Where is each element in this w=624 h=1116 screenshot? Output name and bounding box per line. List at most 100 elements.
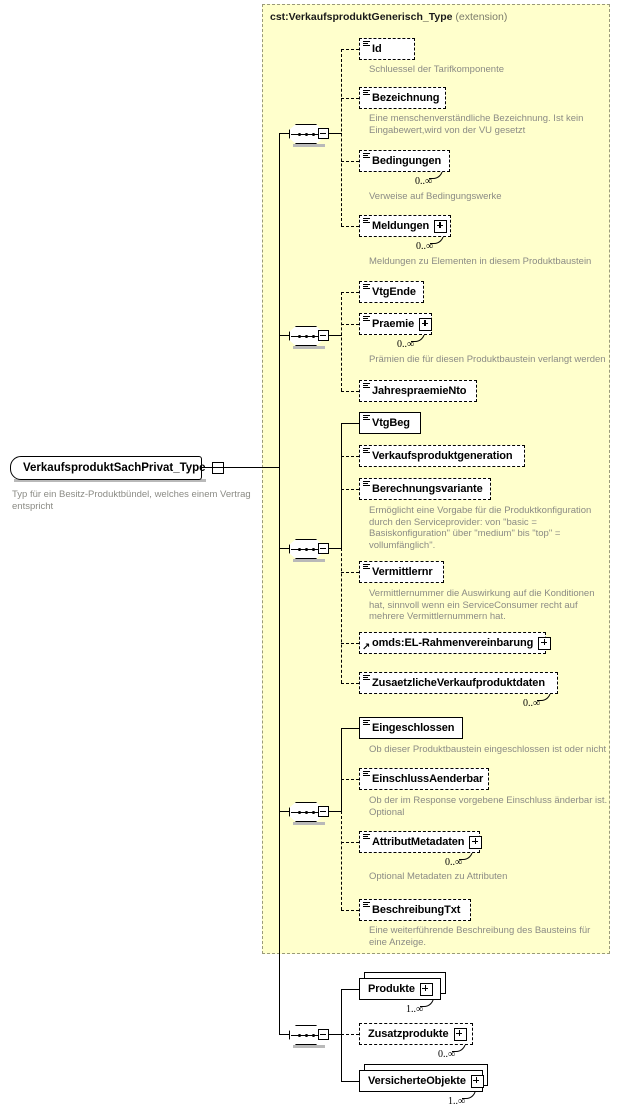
branch-line-eingeschlossen: [341, 728, 359, 729]
element-lines-icon: [363, 41, 370, 47]
element-label: Bedingungen: [372, 154, 442, 167]
element-label: Bezeichnung: [372, 91, 440, 104]
expand-icon[interactable]: [434, 219, 448, 233]
element-node-zusaetzlicheverkaufproduktdaten[interactable]: ZusaetzlicheVerkaufproduktdaten: [359, 672, 561, 696]
element-label: BeschreibungTxt: [372, 903, 461, 916]
trunk-to-seq-3: [279, 548, 290, 549]
annotation-id: Schluessel der Tarifkomponente: [369, 64, 505, 75]
element-label: Verkaufsproduktgeneration: [372, 449, 513, 462]
branch-line-rahmenvereinbarung: [341, 643, 359, 644]
multiplicity-produkte: 1..∞: [406, 1004, 424, 1015]
expand-icon[interactable]: [470, 1074, 484, 1088]
element-node-omds-el-rahmenvereinbarung[interactable]: ↗ omds:EL-Rahmenvereinbarung: [359, 632, 552, 656]
annotation-praemie: Prämien die für diesen Produktbaustein v…: [369, 354, 606, 365]
branch-line-id: [341, 49, 359, 50]
expand-icon[interactable]: [453, 1027, 467, 1041]
sequence-compositor-4[interactable]: [289, 802, 329, 825]
element-label: Id: [372, 42, 382, 55]
element-lines-icon: [363, 720, 370, 726]
branch-bus-2: [341, 292, 342, 391]
element-label: VersicherteObjekte: [368, 1074, 466, 1087]
branch-line-vermittlernr: [341, 572, 359, 573]
multiplicity-meldungen: 0..∞: [416, 241, 434, 252]
root-type-annotation: Typ für ein Besitz-Produktbündel, welche…: [12, 489, 251, 512]
branch-line-berechnungsvariante: [341, 489, 359, 490]
element-node-einschlussaenderbar[interactable]: EinschlussAenderbar: [359, 768, 492, 792]
extension-base-label: cst:VerkaufsproduktGenerisch_Type: [270, 11, 453, 23]
trunk-to-seq-1: [279, 133, 290, 134]
element-node-bezeichnung[interactable]: Bezeichnung: [359, 87, 449, 111]
annotation-bedingungen: Verweise auf Bedingungswerke: [369, 191, 502, 202]
element-lines-icon: [363, 415, 370, 421]
sequence-compositor-2[interactable]: [289, 326, 329, 349]
element-reference-icon: ↗: [362, 642, 371, 653]
element-node-zusatzprodukte[interactable]: Zusatzprodukte: [359, 1023, 476, 1047]
extension-title: cst:VerkaufsproduktGenerisch_Type (exten…: [270, 11, 507, 23]
root-connector-line: [202, 467, 279, 468]
branch-line-produkte: [341, 989, 359, 990]
root-type-label: VerkaufsproduktSachPrivat_Type: [23, 462, 206, 474]
element-label: Praemie: [372, 317, 415, 330]
element-label: AttributMetadaten: [372, 835, 465, 848]
element-node-id[interactable]: Id: [359, 38, 418, 62]
multiplicity-zusatzprodukte: 0..∞: [438, 1049, 456, 1060]
seq1-to-bus: [329, 133, 342, 134]
element-node-meldungen[interactable]: Meldungen: [359, 215, 454, 239]
element-node-versicherteobjekte[interactable]: VersicherteObjekte: [359, 1070, 486, 1094]
annotation-beschreibungtxt: Eine weiterführende Beschreibung des Bau…: [369, 925, 591, 948]
element-node-eingeschlossen[interactable]: Eingeschlossen: [359, 717, 466, 741]
branch-line-meldungen: [341, 226, 359, 227]
sequence-compositor-3[interactable]: [289, 539, 329, 562]
element-label: VtgEnde: [372, 285, 416, 298]
element-lines-icon: [363, 218, 370, 224]
element-node-vtgende[interactable]: VtgEnde: [359, 281, 427, 305]
element-lines-icon: [363, 153, 370, 159]
expand-icon[interactable]: [469, 835, 483, 849]
expand-icon[interactable]: [419, 317, 433, 331]
expand-icon[interactable]: [419, 982, 433, 996]
expand-icon[interactable]: [538, 636, 552, 650]
branch-bus-4-solid: [341, 728, 342, 812]
element-label: Produkte: [368, 982, 415, 995]
element-label: Vermittlernr: [372, 565, 433, 578]
sequence-compositor-1[interactable]: [289, 124, 329, 147]
element-lines-icon: [363, 564, 370, 570]
root-collapse-icon[interactable]: [211, 462, 224, 474]
element-node-berechnungsvariante[interactable]: Berechnungsvariante: [359, 478, 494, 502]
element-node-vtgbeg[interactable]: VtgBeg: [359, 412, 424, 436]
element-lines-icon: [363, 383, 370, 389]
trunk-to-seq-4: [279, 811, 290, 812]
element-label: Meldungen: [372, 219, 430, 232]
element-node-beschreibungtxt[interactable]: BeschreibungTxt: [359, 899, 474, 923]
element-node-bedingungen[interactable]: Bedingungen: [359, 150, 453, 174]
element-label: JahrespraemieNto: [372, 384, 467, 397]
element-node-jahrespraemiento[interactable]: JahrespraemieNto: [359, 380, 480, 404]
element-node-vermittlernr[interactable]: Vermittlernr: [359, 561, 447, 585]
element-label: Berechnungsvariante: [372, 482, 483, 495]
element-lines-icon: [363, 316, 370, 322]
branch-line-einschlussaenderbar: [341, 779, 359, 780]
element-node-produkte[interactable]: Produkte: [359, 978, 444, 1002]
element-lines-icon: [363, 675, 370, 681]
sequence-compositor-5[interactable]: [289, 1025, 329, 1048]
element-lines-icon: [363, 90, 370, 96]
element-node-verkaufsproduktgeneration[interactable]: Verkaufsproduktgeneration: [359, 445, 528, 469]
branch-line-jahrespraemie: [341, 391, 359, 392]
branch-bus-5: [341, 989, 342, 1081]
annotation-attributmetadaten: Optional Metadaten zu Attributen: [369, 871, 508, 882]
element-node-attributmetadaten[interactable]: AttributMetadaten: [359, 831, 483, 855]
annotation-vermittlernr: Vermittlernummer die Auswirkung auf die …: [369, 588, 595, 622]
annotation-berechnungsvariante: Ermöglicht eine Vorgabe für die Produktk…: [369, 505, 592, 551]
branch-line-vtgende: [341, 292, 359, 293]
branch-bus-1: [341, 49, 342, 226]
element-label: Zusatzprodukte: [368, 1027, 449, 1040]
root-type-box[interactable]: VerkaufsproduktSachPrivat_Type: [10, 456, 224, 480]
branch-bus-3-solid: [341, 423, 342, 549]
branch-line-zusaetzlicheverkaufproduktdaten: [341, 683, 359, 684]
annotation-einschlussaenderbar: Ob der im Response vorgebene Einschluss …: [369, 795, 608, 818]
branch-line-bezeichnung: [341, 98, 359, 99]
multiplicity-attributmetadaten: 0..∞: [445, 857, 463, 868]
branch-line-attributmetadaten: [341, 842, 359, 843]
element-node-praemie[interactable]: Praemie: [359, 313, 435, 337]
